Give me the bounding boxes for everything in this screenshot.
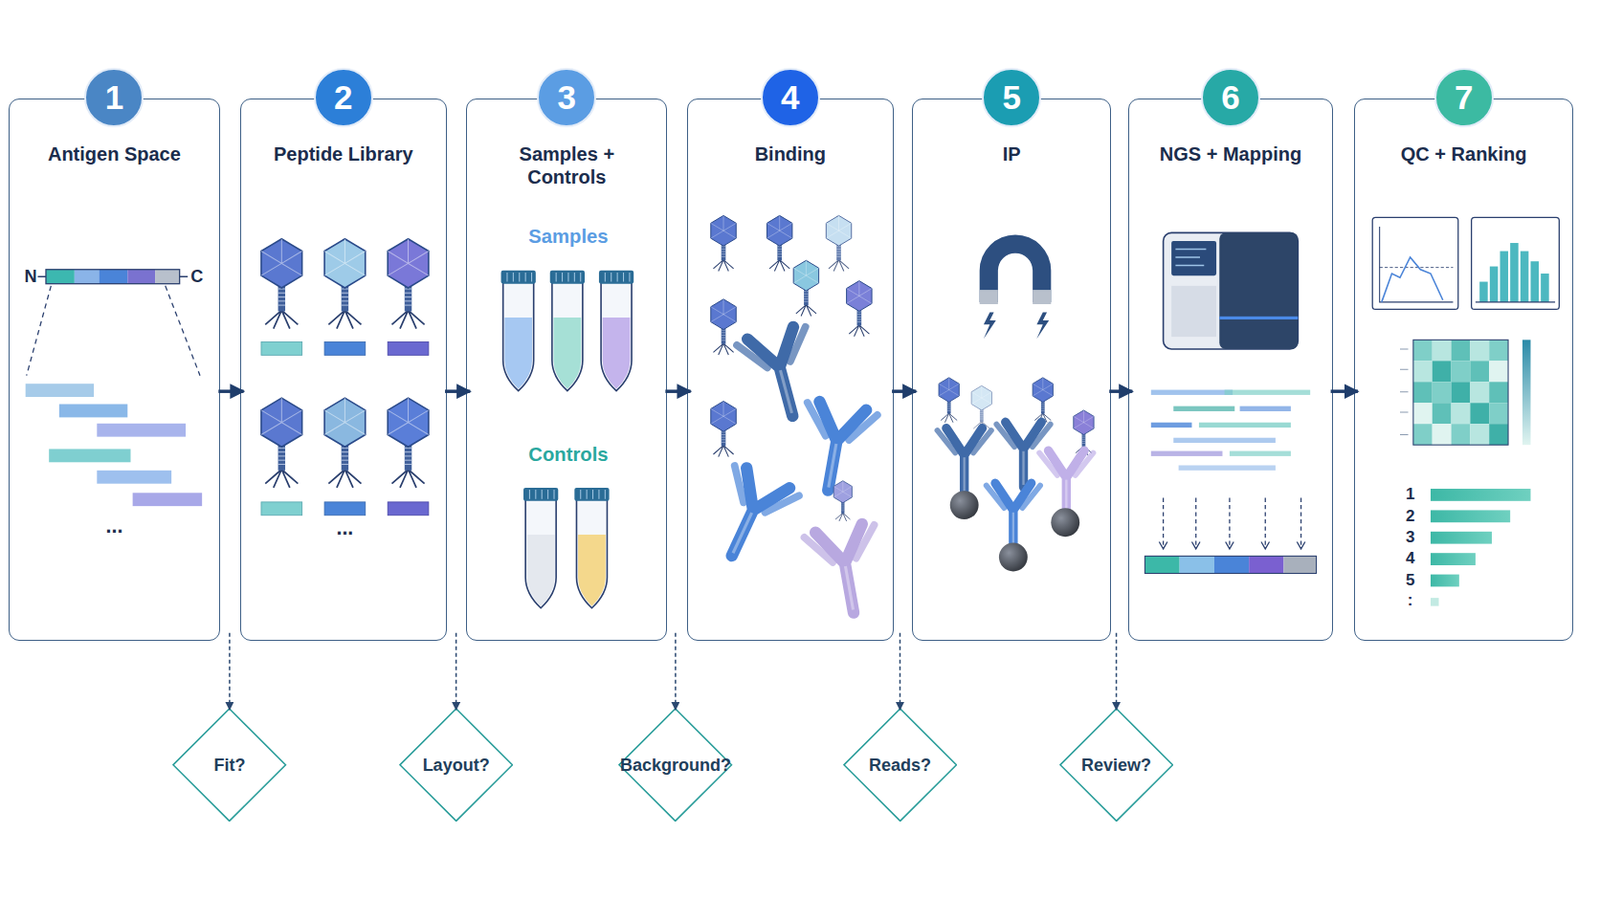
bead-capture: [937, 377, 1095, 573]
group-label: Samples: [528, 225, 608, 248]
decision-text: Reads?: [868, 755, 932, 776]
check-arrow: [1115, 633, 1118, 711]
rank-number: 1: [1405, 485, 1415, 505]
decision-diamond: Fit?: [172, 708, 287, 823]
step-number: 3: [536, 67, 597, 128]
step-number: 6: [1200, 67, 1261, 128]
check-arrow: [455, 633, 458, 711]
terminus-label: N: [23, 266, 37, 287]
ellipsis-mark: ...: [106, 514, 124, 539]
step-title: Peptide Library: [246, 142, 442, 166]
step-title: QC + Ranking: [1361, 142, 1566, 166]
terminus-label: C: [190, 266, 203, 287]
mapping-arrows: [1158, 498, 1305, 550]
binding-scene: [699, 215, 889, 620]
flow-arrow: [891, 389, 916, 394]
group-label: Controls: [528, 443, 608, 466]
step-title: Samples + Controls: [505, 142, 628, 189]
flow-arrow: [444, 389, 470, 394]
diamond-shape: [844, 709, 956, 822]
decision-text: Layout?: [422, 755, 490, 776]
diamond-shape: [400, 709, 512, 822]
step-panel: 4Binding: [687, 98, 894, 641]
line-chart: [1372, 217, 1459, 310]
rank-number: 3: [1405, 528, 1415, 548]
step-number: 7: [1434, 67, 1494, 128]
flow-arrow: [218, 389, 244, 394]
step-number: 2: [313, 67, 374, 128]
flow-arrow: [665, 389, 690, 394]
ranking-bars: [1430, 488, 1532, 607]
step-number: 5: [981, 67, 1042, 128]
step-panel: 1Antigen Space: [8, 98, 222, 641]
check-arrow: [899, 633, 902, 711]
flow-arrow: [1109, 389, 1133, 394]
antigen-map-bar: [1144, 555, 1316, 574]
step-number: 1: [84, 67, 144, 128]
decision-text: Review?: [1081, 755, 1152, 776]
control-tubes: [523, 488, 610, 609]
diamond-shape: [173, 709, 286, 822]
rank-number: 2: [1405, 507, 1415, 527]
ellipsis-mark: ...: [336, 516, 355, 541]
decision-diamond: Background?: [618, 708, 733, 823]
sample-tubes: [501, 270, 635, 392]
step-title: NGS + Mapping: [1133, 142, 1329, 166]
step-title: Antigen Space: [17, 142, 212, 166]
zoom-leader: [26, 286, 200, 377]
decision-diamond: Review?: [1059, 708, 1174, 823]
diamond-shape: [1060, 709, 1173, 822]
step-panel: 7QC + Ranking: [1354, 98, 1574, 641]
protein-bar: [37, 269, 188, 285]
decision-text: Fit?: [213, 755, 245, 776]
rank-number: 5: [1405, 571, 1415, 591]
decision-text: Background?: [620, 755, 732, 776]
rank-number: 4: [1405, 549, 1415, 569]
peptide-tiles: [25, 383, 202, 507]
sequence-reads: [1151, 390, 1311, 471]
magnet: [979, 235, 1052, 340]
decision-diamond: Reads?: [843, 708, 957, 823]
step-panel: 3Samples + Controls: [466, 98, 667, 641]
step-title: Binding: [693, 142, 889, 166]
step-title: IP: [919, 142, 1104, 166]
step-panel: 6NGS + Mapping: [1128, 98, 1333, 641]
bar-chart: [1471, 217, 1560, 310]
heatmap: [1400, 339, 1531, 445]
step-number: 4: [760, 67, 821, 128]
step-panel: 5IP: [911, 98, 1112, 641]
phage-library: [261, 239, 429, 516]
check-arrow: [228, 633, 231, 711]
sequencer: [1163, 232, 1299, 350]
rank-number: :: [1407, 591, 1414, 611]
diamond-shape: [619, 709, 732, 822]
check-arrow: [674, 633, 677, 711]
decision-diamond: Layout?: [399, 708, 513, 823]
step-panel: 2Peptide Library: [240, 98, 447, 641]
flow-arrow: [1331, 389, 1358, 394]
